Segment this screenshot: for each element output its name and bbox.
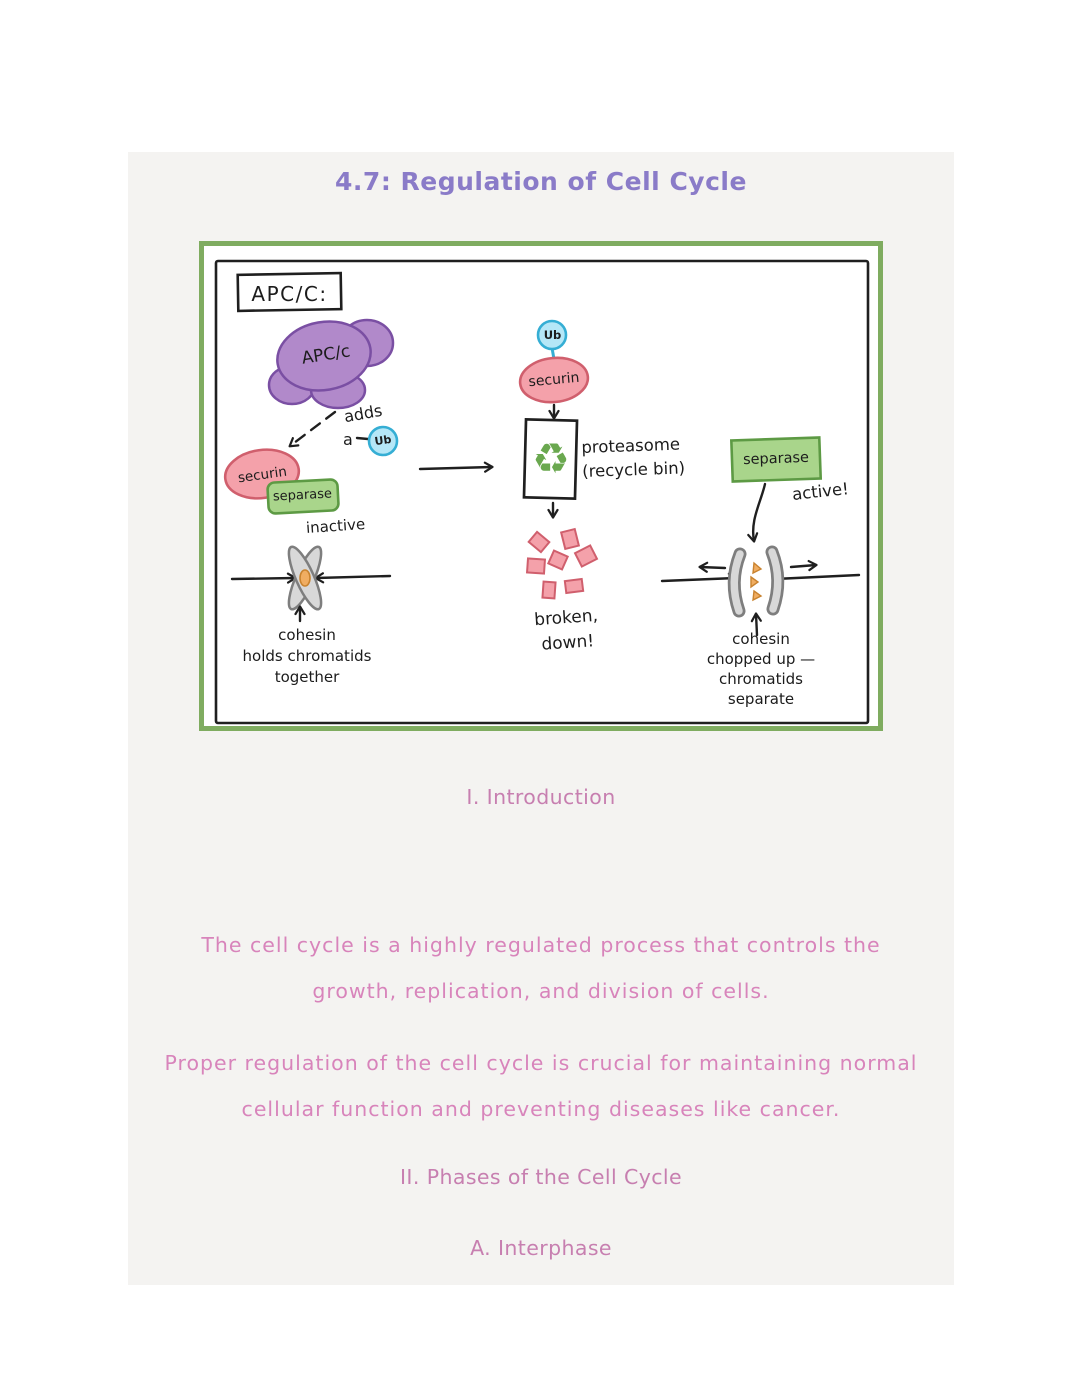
recycle-icon: ♻ — [532, 434, 570, 483]
caption-line: cohesin — [732, 630, 790, 648]
apcc-title-box — [236, 271, 343, 313]
apcc-complex-blob — [267, 318, 395, 410]
caption-line: chopped up — — [706, 650, 816, 668]
cohesin-left-caption: cohesin holds chromatids together — [227, 625, 387, 688]
paragraph-line: Proper regulation of the cell cycle is c… — [164, 1051, 918, 1075]
a-label: a — [343, 430, 353, 449]
introduction-paragraph-1: The cell cycle is a highly regulated pro… — [128, 922, 954, 1014]
inactive-label: inactive — [305, 514, 366, 538]
caption-line: chromatids — [719, 670, 803, 688]
caption-line: separate — [727, 690, 795, 708]
section-heading-phases: II. Phases of the Cell Cycle — [399, 1165, 683, 1189]
flow-arrow — [418, 461, 494, 473]
diagram-canvas — [199, 241, 883, 731]
apcc-diagram: APC/C: APC/c adds a Ub securin separase … — [199, 241, 883, 731]
section-heading-introduction: I. Introduction — [466, 785, 616, 809]
section-heading-interphase: A. Interphase — [470, 1236, 612, 1260]
separated-chromatids-figure — [660, 545, 861, 637]
adds-ub-dashed-arrow — [288, 410, 370, 448]
caption-line: (recycle bin) — [581, 457, 686, 481]
separase-activation-arrow — [747, 482, 767, 543]
ub-molecule-left — [367, 425, 399, 457]
paragraph-line: cellular function and preventing disease… — [241, 1097, 841, 1121]
caption-line: proteasome — [581, 434, 681, 457]
diagram-inner-border — [214, 259, 870, 725]
securin-fragments — [525, 527, 599, 600]
caption-line: holds chromatids — [242, 647, 372, 665]
broken-down-caption: broken, down! — [522, 603, 611, 659]
page-title: 4.7: Regulation of Cell Cycle — [335, 167, 747, 196]
apcc-box-label: APC/C: — [251, 282, 328, 306]
ub-label-left: Ub — [373, 432, 393, 449]
ub-label-mid: Ub — [543, 328, 562, 342]
paragraph-line: growth, replication, and division of cel… — [312, 979, 770, 1003]
separase-label-left: separase — [272, 486, 333, 505]
proteasome-caption: proteasome (recycle bin) — [581, 432, 685, 483]
introduction-paragraph-2: Proper regulation of the cell cycle is c… — [128, 1040, 954, 1132]
caption-line: cohesin — [278, 626, 336, 644]
separase-box-inactive — [266, 478, 340, 515]
ubiquitinated-securin — [518, 319, 590, 404]
cohesin-right-caption: cohesin chopped up — chromatids separate — [690, 629, 832, 709]
cohesin-ring — [299, 569, 311, 587]
caption-line: together — [274, 668, 340, 686]
cohesin-fragments — [750, 561, 763, 602]
separase-label-right: separase — [742, 449, 810, 469]
proteasome-box — [522, 417, 579, 501]
separase-box-active — [729, 436, 823, 483]
paragraph-line: The cell cycle is a highly regulated pro… — [201, 933, 881, 957]
chromatid-x-figure — [230, 545, 392, 623]
